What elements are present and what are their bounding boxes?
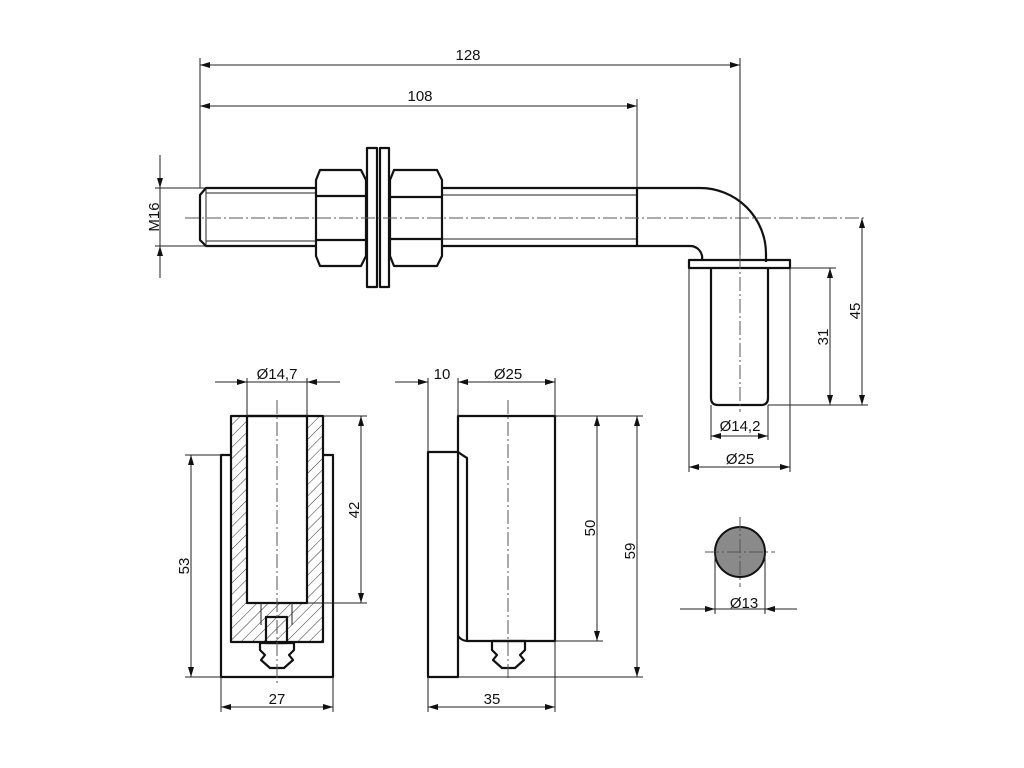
ball-view: Ø13 [680,517,797,614]
bent-shaft-top [442,186,768,262]
dim-flange-diameter: Ø25 [726,451,754,468]
dim-total-width: 35 [484,691,501,708]
dim-bore-diameter: Ø14,7 [257,366,298,383]
dim-thread-size: M16 [146,202,163,231]
dim-housing-height: 53 [176,558,193,575]
dim-body-diameter: Ø25 [494,366,522,383]
section-view: Ø14,7 42 53 27 [176,366,367,712]
dim-ball-diameter: Ø13 [730,595,758,612]
dim-housing-width: 27 [269,691,286,708]
grease-nipple [258,641,296,670]
base-plate [426,450,460,679]
dim-plate-thickness: 10 [434,366,451,383]
dim-pin-length: 31 [815,329,832,346]
side-view: 10 Ø25 50 59 35 [395,366,643,712]
threaded-end [198,186,316,248]
dim-overall-length: 128 [455,47,480,64]
hex-nut-right [388,168,444,268]
dim-pin-diameter: Ø14,2 [720,418,761,435]
dim-body-height: 50 [582,520,599,537]
grease-nipple-side [490,639,527,670]
dim-pin-height-total: 45 [847,303,864,320]
body [456,414,557,643]
bent-shaft-bottom [442,244,704,261]
hex-nut-left [314,168,368,268]
dim-thread-length: 108 [407,88,432,105]
dim-bore-depth: 42 [346,502,363,519]
dim-total-height: 59 [622,543,639,560]
bolt-view: 128 108 M16 31 45 Ø14,2 Ø25 [146,47,868,472]
